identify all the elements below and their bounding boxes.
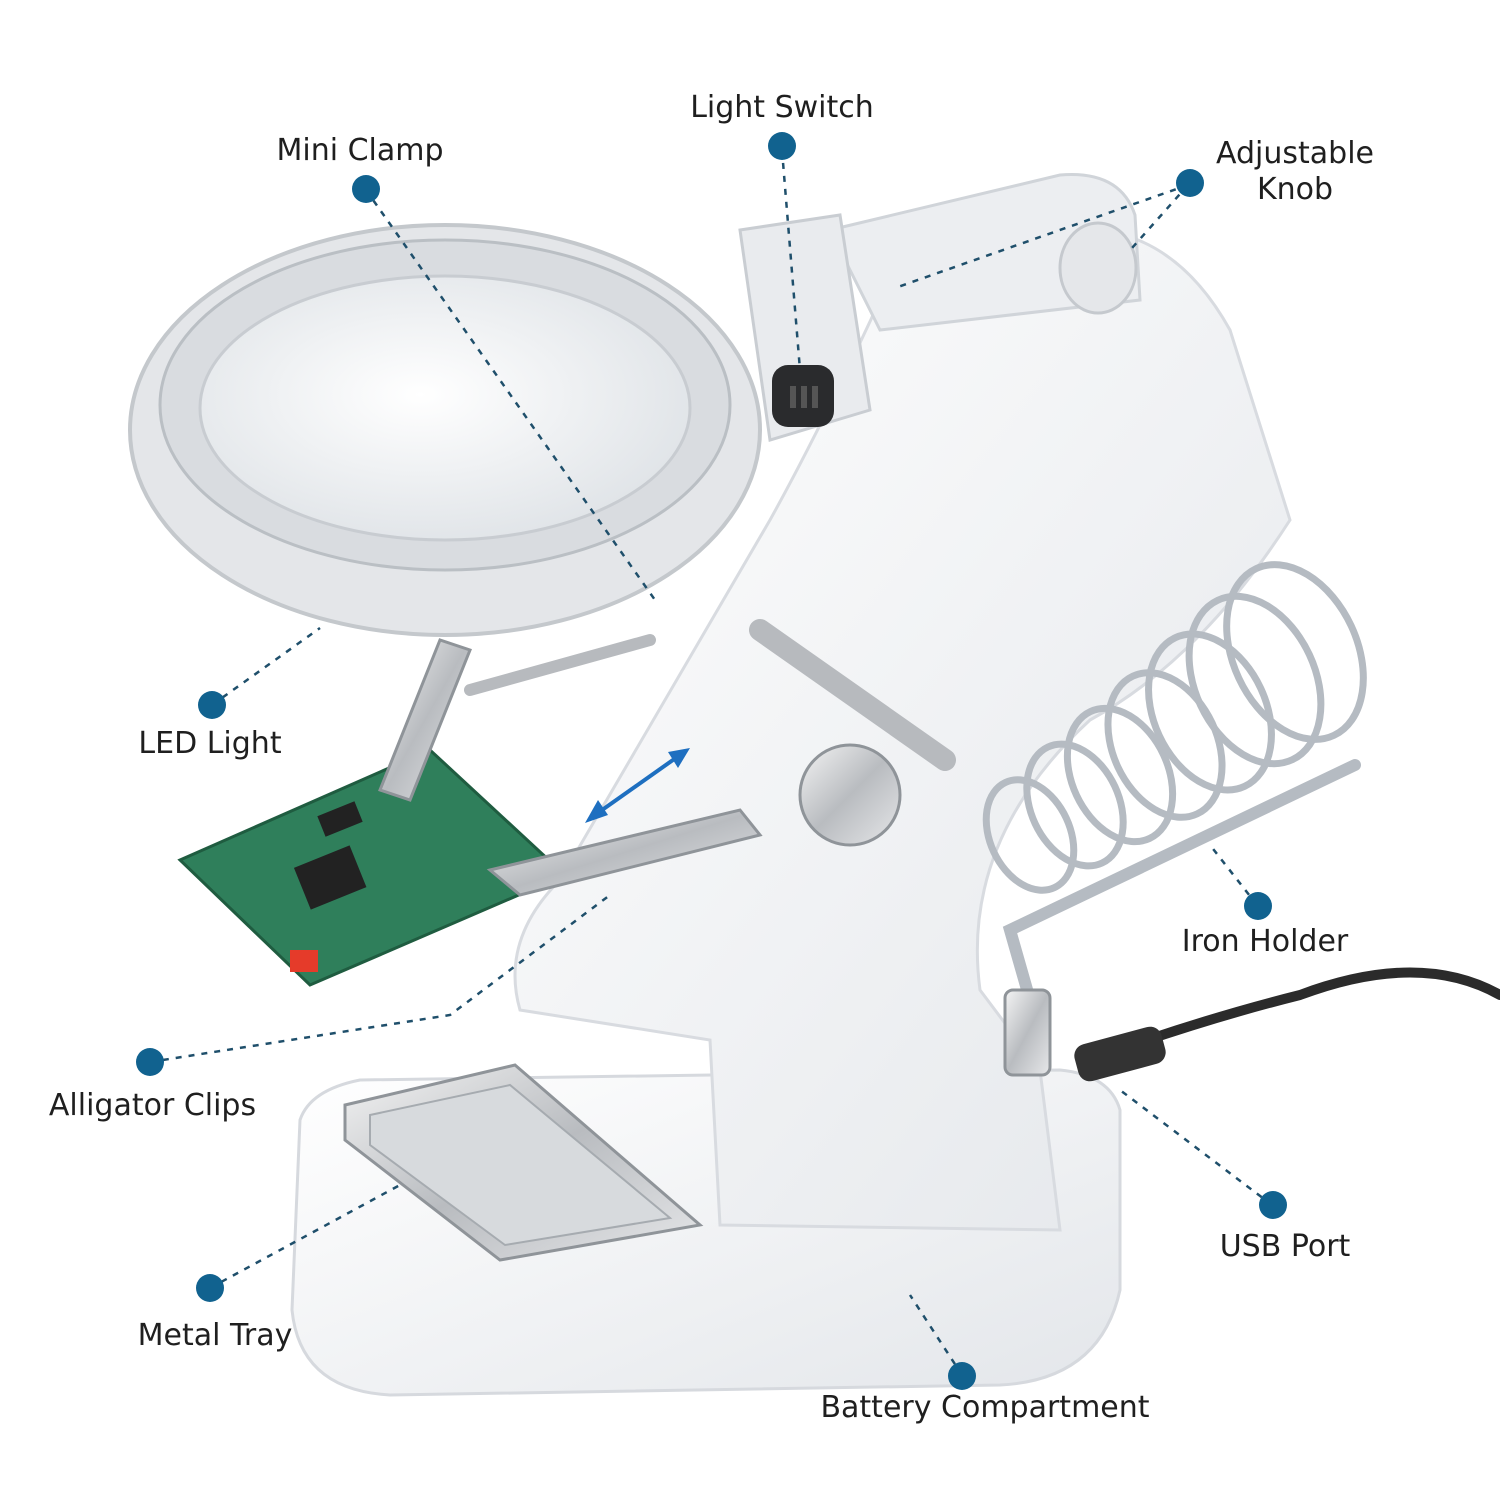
switch-grip — [812, 386, 818, 408]
alligator-clip-left — [378, 638, 472, 802]
leader-battery — [908, 1294, 964, 1376]
dot-marker-icon — [1259, 1191, 1287, 1219]
label-alligator-clips: Alligator Clips — [48, 1088, 257, 1123]
leader-led-light — [211, 626, 321, 707]
label-iron-holder: Iron Holder — [1181, 924, 1349, 959]
pcb-chip — [293, 845, 367, 910]
leader-mini-clamp — [364, 189, 657, 601]
switch-grip — [790, 386, 796, 408]
label-led-light: LED Light — [138, 726, 282, 761]
label-metal-tray: Metal Tray — [137, 1318, 293, 1353]
leader-light-switch — [780, 149, 802, 371]
pcb-led — [290, 950, 318, 972]
dot-marker-icon — [1244, 892, 1272, 920]
dot-marker-icon — [948, 1362, 976, 1390]
dot-marker-icon — [352, 175, 380, 203]
iron-holder-rod — [1002, 759, 1361, 1006]
magnifier-lens — [198, 274, 692, 542]
leader-usb-port — [1119, 1089, 1273, 1206]
double-arrow-icon — [585, 748, 690, 823]
iron-holder-spring — [982, 561, 1367, 894]
top-arm — [827, 173, 1142, 332]
dot-marker-icon — [198, 691, 226, 719]
label-adjustable-knob: Adjustable Knob — [1216, 136, 1374, 207]
usb-plug — [1074, 1026, 1166, 1082]
dot-marker-icon — [136, 1048, 164, 1076]
dot-marker-icon — [196, 1274, 224, 1302]
label-mini-clamp: Mini Clamp — [276, 133, 444, 168]
leader-alligator-clips — [149, 894, 611, 1064]
markers — [136, 132, 1287, 1390]
alligator-clip-right — [486, 808, 763, 897]
arm-joint — [798, 743, 902, 847]
iron-holder-clamp — [1003, 988, 1052, 1077]
leader-lines — [149, 149, 1273, 1376]
switch-grip — [801, 386, 807, 408]
adjustable-knob-shape — [1058, 221, 1138, 315]
arm-rod — [464, 634, 656, 696]
label-battery-compartment: Battery Compartment — [820, 1390, 1150, 1425]
pcb-chip — [317, 801, 363, 837]
leader-knob-body — [1131, 184, 1189, 249]
label-usb-port: USB Port — [1219, 1229, 1351, 1264]
dot-marker-icon — [768, 132, 796, 160]
arm-rod — [749, 619, 956, 771]
label-light-switch: Light Switch — [690, 90, 874, 125]
metal-tray-inner — [369, 1083, 673, 1247]
leader-metal-tray — [209, 1183, 401, 1290]
dot-marker-icon — [1176, 169, 1204, 197]
